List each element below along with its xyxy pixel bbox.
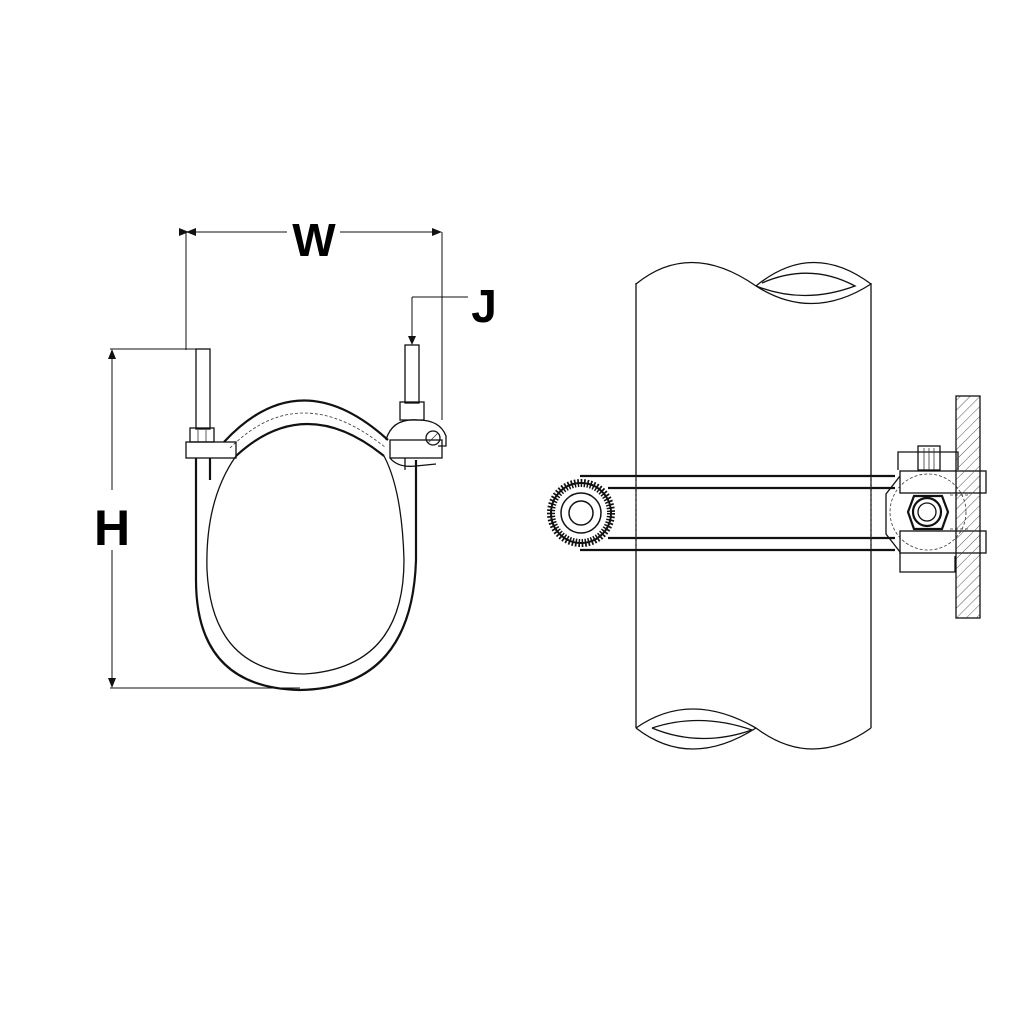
height-label: H — [94, 500, 130, 556]
clamp-strap — [185, 399, 447, 467]
pipe — [635, 261, 872, 750]
height-dimension: H — [94, 348, 300, 689]
right-threaded-rod — [399, 344, 425, 421]
wall-section — [955, 395, 981, 619]
width-label: W — [292, 214, 336, 266]
rod-label: J — [471, 280, 497, 332]
knurled-nut — [547, 479, 615, 547]
rod-dimension: J — [408, 280, 497, 345]
width-dimension: W — [179, 214, 443, 420]
left-threaded-rod — [189, 348, 215, 443]
clamp-loop — [194, 455, 418, 692]
side-view — [547, 261, 987, 750]
support-arm — [580, 474, 895, 552]
front-view: W J H — [94, 214, 497, 692]
